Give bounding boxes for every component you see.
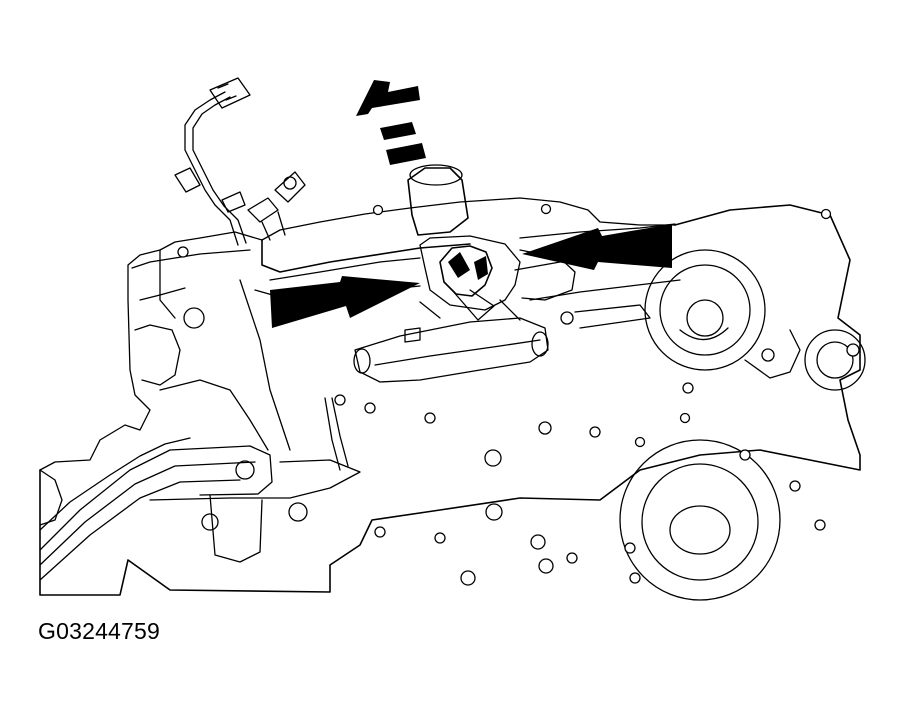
fluid-holes: [183, 307, 751, 586]
left-squeeze-arrow: [270, 276, 420, 328]
valve-body-outline: [39, 197, 861, 596]
lower-bore: [619, 439, 826, 601]
upper-plate: [177, 203, 832, 301]
manual-valve-assembly: [353, 304, 651, 383]
fluid-passages: [39, 249, 361, 581]
removal-direction-arrow: [356, 80, 426, 165]
wiring-harness: [174, 77, 306, 246]
right-squeeze-arrow: [522, 224, 672, 270]
accumulator-bores: [644, 249, 866, 391]
figure-id-label: G03244759: [38, 618, 161, 644]
